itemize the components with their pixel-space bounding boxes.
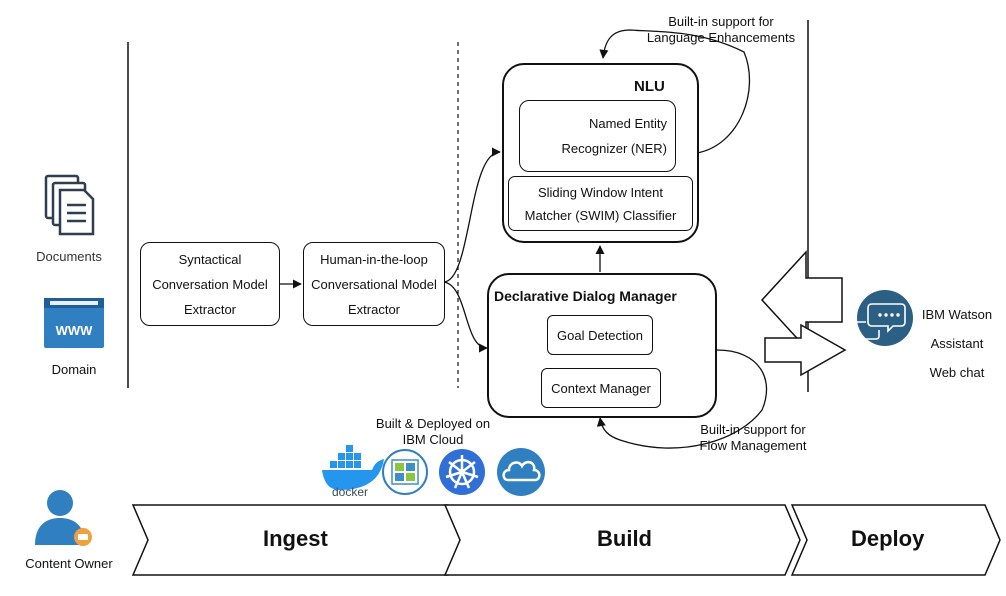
language-enhancements-note: Built-in support for Language Enhancemen… [646,14,796,45]
outbound-big-arrow [764,323,847,377]
kubernetes-icon [439,449,485,495]
hitl-extractor-box: Human-in-the-loop Conversational Model E… [303,242,445,326]
content-owner-label: Content Owner [25,556,113,571]
nlu-title: NLU [634,78,665,95]
stage-deploy-label: Deploy [851,526,925,551]
stage-ingest-label: Ingest [263,526,328,551]
cloud-icon [497,448,545,496]
ibm-cloud-note: Built & Deployed on IBM Cloud [375,416,491,447]
goal-detection-box: Goal Detection [547,315,653,355]
documents-label: Documents [36,249,102,264]
syntactical-extractor-box: Syntactical Conversation Model Extractor [140,242,280,326]
document-stack-icon [44,174,95,236]
chat-bubble-icon [854,290,913,346]
swim-box: Sliding Window Intent Matcher (SWIM) Cla… [508,176,693,231]
container-registry-icon [382,449,428,495]
domain-label: Domain [51,362,97,377]
flow-management-note: Built-in support for Flow Management [699,422,807,453]
hitl-to-dialog-arrow [443,281,488,353]
hitl-to-nlu-arrow [443,147,501,283]
language-enhancement-loop-arrow [599,29,751,154]
www-browser-icon: WWW [44,298,104,348]
svg-text:docker: docker [332,485,368,499]
ner-box: Named Entity Recognizer (NER) [519,100,676,172]
svg-text:WWW: WWW [56,323,94,338]
build-chevron [443,504,801,576]
watson-assistant-label: IBM Watson Assistant Web chat [921,307,993,380]
content-owner-icon [35,490,92,546]
context-manager-box: Context Manager [541,368,661,408]
deploy-chevron [790,504,1001,576]
flow-management-loop-arrow [596,349,768,449]
docker-icon: docker [322,445,384,499]
stage-build-label: Build [597,526,652,551]
dialog-manager-title: Declarative Dialog Manager [494,288,677,304]
